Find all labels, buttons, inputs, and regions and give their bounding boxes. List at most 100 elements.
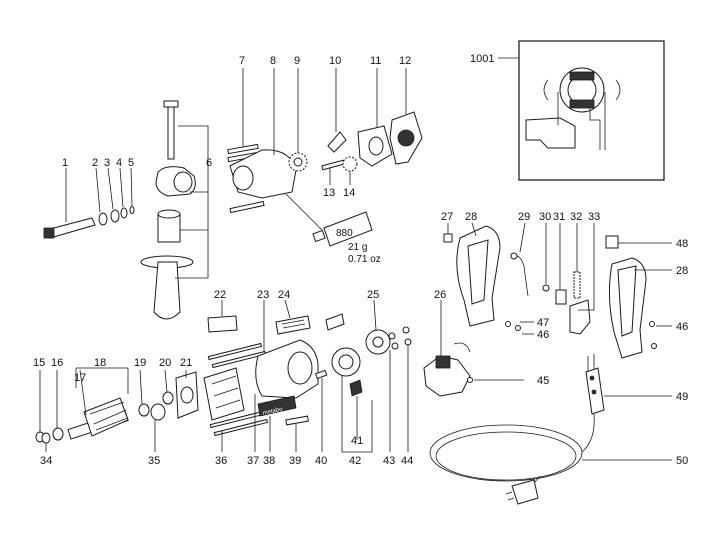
inset-frame — [518, 40, 665, 181]
part-31 — [555, 289, 567, 305]
leader-8-tube — [285, 193, 323, 231]
clamp-ring-hole — [173, 171, 193, 193]
part-label-9: 9 — [294, 55, 300, 67]
part-label-1: 1 — [62, 157, 68, 169]
part-label-41: 41 — [351, 435, 363, 447]
part-label-35: 35 — [148, 455, 160, 467]
stator-group — [203, 342, 269, 452]
gear-housing-group — [227, 68, 423, 231]
tube-weight-oz: 0.71 oz — [348, 254, 381, 265]
grease-tube-880: 880 21 g 0.71 oz — [312, 211, 381, 265]
leader-25 — [373, 299, 377, 331]
screw-27 — [443, 233, 453, 243]
tube-code: 880 — [336, 228, 353, 239]
inset-switch — [525, 117, 576, 149]
part-label-32: 32 — [570, 211, 582, 223]
spindle-tip — [43, 227, 55, 239]
label-24-lines — [281, 319, 306, 329]
part-label-37: 37 — [247, 455, 259, 467]
bearing-16 — [52, 427, 64, 441]
leader-20 — [164, 369, 168, 393]
sleeve-hole-1 — [589, 375, 595, 381]
plug-pin-2 — [507, 497, 515, 501]
part-label-12: 12 — [399, 55, 411, 67]
inset-wire-a — [543, 79, 549, 101]
brush-holder-group — [314, 299, 412, 453]
cable-coil-50b — [435, 431, 577, 481]
spring-32 — [573, 271, 581, 299]
screw-43a — [388, 332, 396, 340]
part-label-6: 6 — [206, 157, 212, 169]
cable-29 — [513, 255, 529, 297]
bracket-42 — [341, 376, 373, 453]
plug — [511, 479, 539, 505]
plate-11-hole — [368, 136, 384, 156]
screw-37a — [207, 342, 263, 361]
armature-group — [35, 367, 199, 452]
screw-37d — [213, 418, 269, 437]
switch-block — [435, 355, 451, 369]
screw-45 — [467, 377, 473, 383]
inset-wiring — [557, 92, 606, 150]
inset-1001 — [498, 40, 665, 181]
part-label-2: 2 — [92, 157, 98, 169]
brush-41 — [349, 379, 363, 397]
screw-40 — [314, 369, 328, 380]
washer-3 — [110, 209, 120, 223]
part-label-34: 34 — [40, 455, 52, 467]
tube-cap — [312, 229, 326, 243]
inset-brush-bottom — [569, 99, 595, 109]
part-label-18: 18 — [94, 357, 106, 369]
part-label-27: 27 — [441, 211, 453, 223]
brush-ring-42-hole — [338, 354, 354, 370]
label-24 — [275, 315, 311, 335]
armature-17 — [83, 397, 129, 437]
inset-brush-top — [569, 71, 595, 81]
part-label-4: 4 — [116, 157, 122, 169]
clip-5 — [129, 206, 135, 214]
inset-wire-b — [615, 79, 621, 101]
part-label-16: 16 — [51, 357, 63, 369]
part-label-28a: 28 — [465, 211, 477, 223]
bearing-19 — [138, 403, 150, 417]
part-label-45: 45 — [537, 375, 549, 387]
screw-7c — [229, 200, 265, 214]
gear-14 — [342, 156, 358, 172]
part-label-21: 21 — [180, 357, 192, 369]
brand-label-38 — [257, 395, 297, 417]
part-label-19: 19 — [134, 357, 146, 369]
part-label-49: 49 — [676, 391, 688, 403]
part-label-1001: 1001 — [470, 53, 494, 65]
handle-half-right — [605, 235, 672, 359]
brush-holder-25-hole — [372, 336, 384, 348]
handle-bolt-head — [163, 100, 179, 108]
switch-group — [423, 300, 524, 397]
ring-20 — [162, 391, 174, 405]
part-label-20: 20 — [159, 357, 171, 369]
plug-pin-1 — [505, 491, 513, 495]
tube-weight-g: 21 g — [348, 242, 367, 253]
part-label-10: 10 — [329, 55, 341, 67]
housing-opening — [287, 351, 313, 385]
washer-34 — [41, 432, 51, 444]
part-label-23: 23 — [257, 289, 269, 301]
cable-to-sleeve — [581, 413, 595, 453]
leader-5 — [130, 167, 133, 207]
part-label-46a: 46 — [537, 329, 549, 341]
cable-coil-50a — [429, 424, 583, 482]
leader-3 — [107, 167, 114, 210]
cable-29-end — [510, 252, 518, 260]
part-label-48: 48 — [676, 238, 688, 250]
handle-shell-28b-inner — [617, 265, 637, 337]
leader-4 — [119, 167, 124, 208]
part-30 — [542, 284, 550, 292]
screw-43b — [391, 342, 399, 350]
ring-4 — [120, 207, 128, 219]
gear-9-hub — [293, 157, 303, 167]
screw-46c — [651, 343, 657, 349]
sleeve-hole-2 — [591, 389, 597, 395]
part-label-25: 25 — [367, 289, 379, 301]
screw-44a — [402, 326, 410, 334]
spindle-group — [43, 167, 135, 239]
